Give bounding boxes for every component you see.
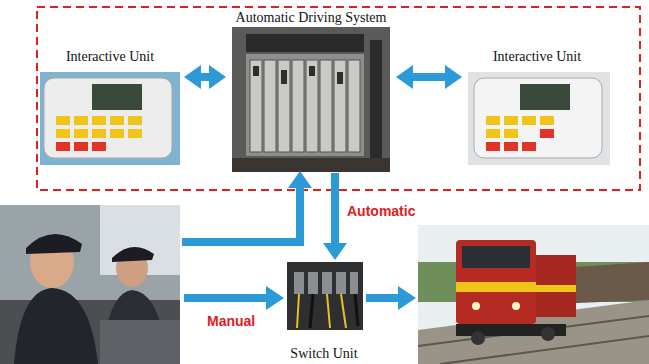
system-boundary (37, 7, 640, 190)
flow-arrow (184, 286, 284, 310)
edge-label: Automatic (345, 203, 417, 220)
node-title: Interactive Unit (64, 48, 156, 65)
unit-box: Interactive Unit (36, 48, 184, 168)
handheld-photo (40, 72, 180, 165)
handheld-photo (468, 72, 610, 165)
node-title: Automatic Driving System (234, 9, 389, 26)
node-title: Switch Unit (288, 345, 359, 362)
switch-photo (287, 262, 363, 330)
node-title: Interactive Unit (491, 48, 583, 65)
switch-box: Switch Unit (280, 260, 368, 362)
path-label: Manual (205, 313, 257, 330)
locomotive-photo (418, 225, 649, 364)
flow-arrow (323, 173, 347, 260)
flow-arrow (182, 171, 312, 246)
flow-arrow (184, 65, 226, 89)
flow-arrow (396, 65, 462, 89)
driver-photo (0, 205, 180, 364)
flow-arrow (366, 286, 416, 310)
unit-box: Interactive Unit (462, 48, 612, 168)
system-box: Automatic Driving System (226, 9, 396, 173)
cabinet-photo (232, 27, 390, 172)
